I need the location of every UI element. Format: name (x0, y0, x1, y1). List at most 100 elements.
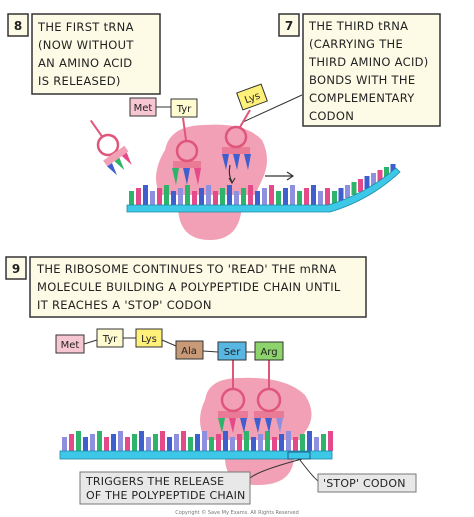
mrna-base-top (206, 185, 211, 205)
mrna-base-top (371, 173, 376, 186)
mrna-base-bottom (104, 437, 109, 451)
trna-second-stem (182, 117, 187, 141)
step-9-text-box (29, 256, 367, 318)
mrna-base-bottom (230, 437, 235, 451)
released-trna (89, 119, 132, 176)
mrna-base-top (157, 188, 162, 205)
mrna-bases-bottom (62, 431, 333, 451)
trigger-label-line-1: TRIGGERS THE RELEASE (85, 475, 224, 488)
mrna-base-bottom (146, 437, 151, 451)
mrna-base-bottom (62, 437, 67, 451)
step-7-line-2: (CARRYING THE (309, 37, 403, 51)
mrna-base-bottom (209, 437, 214, 451)
stop-codon-pointer (299, 459, 319, 482)
amino-acid-ala-label: Ala (181, 346, 197, 357)
trna-arg-anticodon-2 (265, 418, 272, 433)
amino-acid-met-label: Met (61, 340, 80, 351)
mrna-base-bottom (195, 434, 200, 451)
mrna-base-bottom (328, 431, 333, 451)
stop-codon-label: 'STOP' CODON (323, 477, 406, 490)
step-8-line-1: THE FIRST tRNA (37, 20, 134, 34)
mrna-base-top (143, 185, 148, 205)
step-8-line-2: (NOW WITHOUT (38, 38, 134, 52)
step-9-number-box (5, 256, 27, 280)
mrna-base-bottom (314, 437, 319, 451)
released-trna-anticodon-3 (121, 152, 132, 165)
mrna-base-top (297, 191, 302, 205)
amino-acid-ala (175, 340, 204, 360)
mrna-base-top (283, 188, 288, 205)
mrna-base-bottom (111, 434, 116, 451)
step-8-number-box (7, 13, 29, 37)
mrna-base-top (276, 191, 281, 205)
mrna-base-top (304, 188, 309, 205)
trna-arg-anticodon-1 (254, 418, 261, 433)
mrna-base-bottom (307, 431, 312, 451)
released-trna-arm (103, 145, 129, 167)
amino-acid-tyr-top (170, 98, 198, 118)
mrna-strand-bottom (59, 450, 333, 460)
mrna-base-bottom (216, 434, 221, 451)
amino-acid-lys (135, 328, 163, 348)
mrna-base-top (377, 170, 383, 183)
mrna-base-top (248, 185, 253, 205)
mrna-base-bottom (265, 431, 270, 451)
amino-acid-ser-label: Ser (224, 347, 242, 358)
polypeptide-chain: Met Tyr Lys Ala Ser Arg (55, 328, 284, 361)
bond-arrow-head (228, 177, 236, 185)
trigger-pointer (249, 458, 303, 479)
step-8-line-3: AN AMINO ACID (38, 56, 132, 70)
step-9-line-3: IT REACHES A 'STOP' CODON (37, 298, 212, 312)
amino-acid-met-top-label: Met (134, 103, 153, 114)
ribosome-small-subunit (178, 205, 242, 240)
mrna-base-top (364, 176, 370, 189)
stop-codon-highlight (287, 451, 311, 460)
mrna-base-top (199, 188, 204, 205)
mrna-base-bottom (153, 434, 158, 451)
mrna-base-bottom (293, 437, 298, 451)
mrna-base-top (185, 185, 190, 205)
mrna-base-bottom (258, 434, 263, 451)
trna-second-arm (173, 161, 201, 168)
step-7-text-box (302, 13, 441, 127)
trna-ser-anticodon-1 (218, 418, 225, 433)
mrna-base-bottom (118, 431, 123, 451)
mrna-base-bottom (174, 434, 179, 451)
amino-acid-lys-label: Lys (141, 334, 157, 345)
mrna-base-bottom (139, 431, 144, 451)
trna-second (172, 117, 201, 185)
amino-acid-tyr-top-label: Tyr (176, 104, 192, 115)
step-8-line-4: IS RELEASED) (38, 74, 121, 88)
released-trna-loop (96, 133, 120, 157)
trna-second-anticodon-3 (194, 168, 201, 185)
mrna-base-top (384, 167, 389, 180)
amino-acid-arg (254, 341, 284, 361)
mrna-base-top (178, 188, 183, 205)
amino-acid-lys-top: Lys (236, 83, 268, 111)
chain-bond-3 (161, 339, 177, 347)
mrna-base-top (290, 185, 295, 205)
step-7-line-5: COMPLEMENTARY (309, 91, 415, 105)
step-8-text-box (31, 13, 161, 95)
mrna-strand-top (126, 167, 401, 213)
amino-acid-tyr (96, 328, 124, 348)
mrna-base-bottom (272, 437, 277, 451)
amino-acid-lys-top-box (236, 83, 268, 111)
trna-second-anticodon-2 (183, 168, 190, 185)
mrna-base-top (220, 188, 225, 205)
bond-arrow (228, 164, 233, 183)
mrna-base-bottom (286, 431, 291, 451)
mrna-base-top (171, 191, 176, 205)
mrna-base-top (332, 191, 337, 204)
mrna-base-top (255, 191, 260, 205)
mrna-base-top (136, 188, 141, 205)
trna-arg-arm (254, 411, 284, 418)
copyright-notice: Copyright © Save My Exams. All Rights Re… (175, 509, 299, 516)
trna-third (222, 109, 251, 170)
mrna-base-bottom (97, 431, 102, 451)
step-8-box: 8 THE FIRST tRNA (NOW WITHOUT AN AMINO A… (7, 13, 161, 95)
trna-ser-anticodon-2 (229, 418, 236, 433)
released-trna-anticodon-2 (114, 157, 125, 171)
mrna-base-bottom (83, 437, 88, 451)
